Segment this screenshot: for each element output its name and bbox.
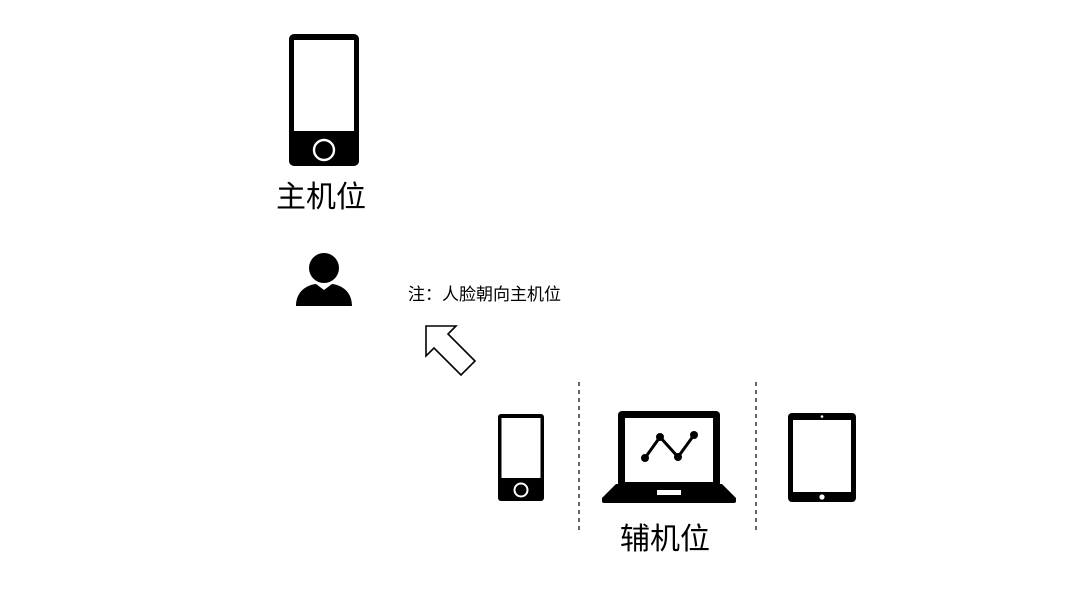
- secondary-label: 辅机位: [620, 522, 710, 557]
- person-icon: [296, 253, 352, 306]
- divider-left: [578, 382, 580, 532]
- divider-right: [755, 382, 757, 532]
- tablet-icon: [788, 413, 856, 502]
- primary-label: 主机位: [276, 180, 366, 215]
- note-text: 注：人脸朝向主机位: [408, 285, 561, 305]
- arrow-up-left-icon: [425, 325, 477, 377]
- secondary-phone-icon: [498, 414, 544, 501]
- primary-phone-icon: [289, 34, 359, 166]
- laptop-icon: [602, 411, 736, 503]
